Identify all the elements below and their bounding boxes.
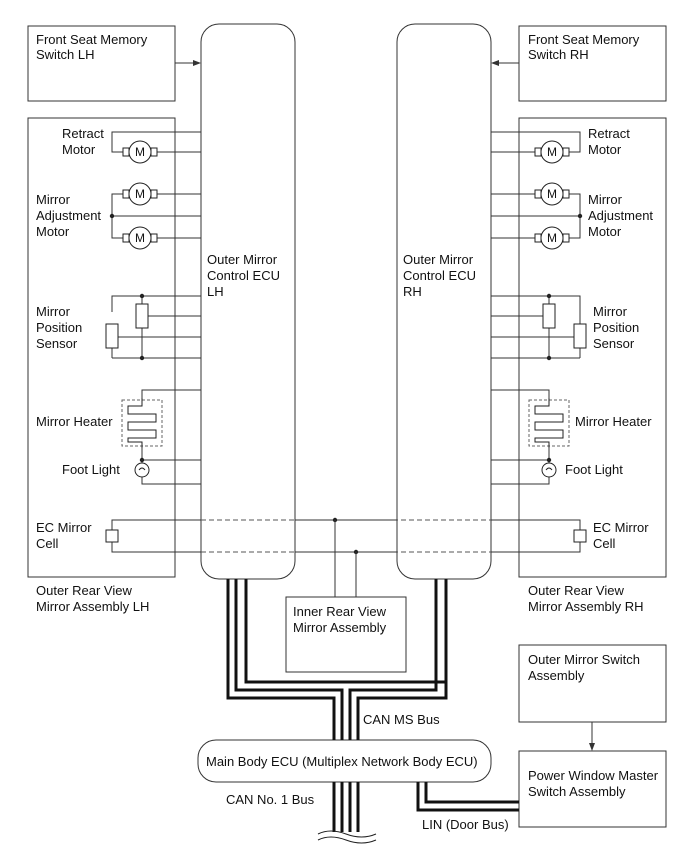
ec-mirror-lh-1: EC Mirror	[36, 520, 92, 535]
mirror-heater-rh: Mirror Heater	[575, 414, 652, 429]
ec-mirror-rh-1: EC Mirror	[593, 520, 649, 535]
mirror-assy-rh-1: Outer Rear View	[528, 583, 624, 598]
adjust-motor-lh-1: Mirror	[36, 192, 70, 207]
can-ms-bus-label: CAN MS Bus	[363, 712, 440, 727]
ecu-rh-capsule	[396, 23, 492, 580]
ecu-lh-label-2: Control ECU	[207, 268, 280, 283]
motor-symbol: M	[547, 145, 557, 159]
front-seat-lh-label-2: Switch LH	[36, 47, 95, 62]
motor-symbol: M	[135, 231, 145, 245]
mirror-assy-rh-2: Mirror Assembly RH	[528, 599, 644, 614]
inner-mirror-box	[285, 596, 407, 673]
inner-mirror-2: Mirror Assembly	[293, 620, 387, 635]
ec-mirror-rh-2: Cell	[593, 536, 616, 551]
pw-master-switch-box	[518, 750, 667, 828]
can-no1-bus-label: CAN No. 1 Bus	[226, 792, 315, 807]
adjust-motor-rh-2: Adjustment	[588, 208, 654, 223]
adjust-motor-rh-3: Motor	[588, 224, 622, 239]
mirror-assy-lh-box	[27, 117, 176, 578]
inner-mirror-1: Inner Rear View	[293, 604, 386, 619]
ecu-lh-capsule	[200, 23, 296, 580]
retract-motor-lh-2: Motor	[62, 142, 96, 157]
position-sensor-lh-1: Mirror	[36, 304, 70, 319]
adjust-motor-lh-2: Adjustment	[36, 208, 102, 223]
motor-symbol: M	[547, 231, 557, 245]
motor-symbol: M	[135, 145, 145, 159]
ecu-rh-label-1: Outer Mirror	[403, 252, 474, 267]
adjust-motor-rh-1: Mirror	[588, 192, 622, 207]
ec-mirror-lh-2: Cell	[36, 536, 59, 551]
ecu-rh-label-3: RH	[403, 284, 422, 299]
position-sensor-rh-2: Position	[593, 320, 640, 335]
position-sensor-rh-3: Sensor	[593, 336, 635, 351]
front-seat-lh-label-1: Front Seat Memory	[36, 32, 148, 47]
front-seat-rh-label-2: Switch RH	[528, 47, 589, 62]
foot-light-lh: Foot Light	[62, 462, 120, 477]
outer-mirror-switch-1: Outer Mirror Switch	[528, 652, 640, 667]
mirror-assy-lh-2: Mirror Assembly LH	[36, 599, 150, 614]
front-seat-rh-label-1: Front Seat Memory	[528, 32, 640, 47]
ecu-lh-label-3: LH	[207, 284, 224, 299]
position-sensor-lh-2: Position	[36, 320, 83, 335]
lin-bus-label: LIN (Door Bus)	[422, 817, 509, 832]
main-body-ecu-label: Main Body ECU (Multiplex Network Body EC…	[206, 754, 478, 769]
foot-light-rh: Foot Light	[565, 462, 623, 477]
ecu-rh-label-2: Control ECU	[403, 268, 476, 283]
mirror-assy-rh-box	[518, 117, 667, 578]
position-sensor-rh-1: Mirror	[593, 304, 627, 319]
motor-symbol: M	[135, 187, 145, 201]
pw-master-switch-1: Power Window Master	[528, 768, 659, 783]
ecu-lh-label-1: Outer Mirror	[207, 252, 278, 267]
adjust-motor-lh-3: Motor	[36, 224, 70, 239]
pw-master-switch-2: Switch Assembly	[528, 784, 626, 799]
retract-motor-lh-1: Retract	[62, 126, 104, 141]
position-sensor-lh-3: Sensor	[36, 336, 78, 351]
motor-symbol: M	[547, 187, 557, 201]
retract-motor-rh-1: Retract	[588, 126, 630, 141]
retract-motor-rh-2: Motor	[588, 142, 622, 157]
outer-mirror-switch-2: Assembly	[528, 668, 585, 683]
mirror-assy-lh-1: Outer Rear View	[36, 583, 132, 598]
main-body-ecu-capsule	[197, 739, 492, 783]
mirror-heater-lh: Mirror Heater	[36, 414, 113, 429]
